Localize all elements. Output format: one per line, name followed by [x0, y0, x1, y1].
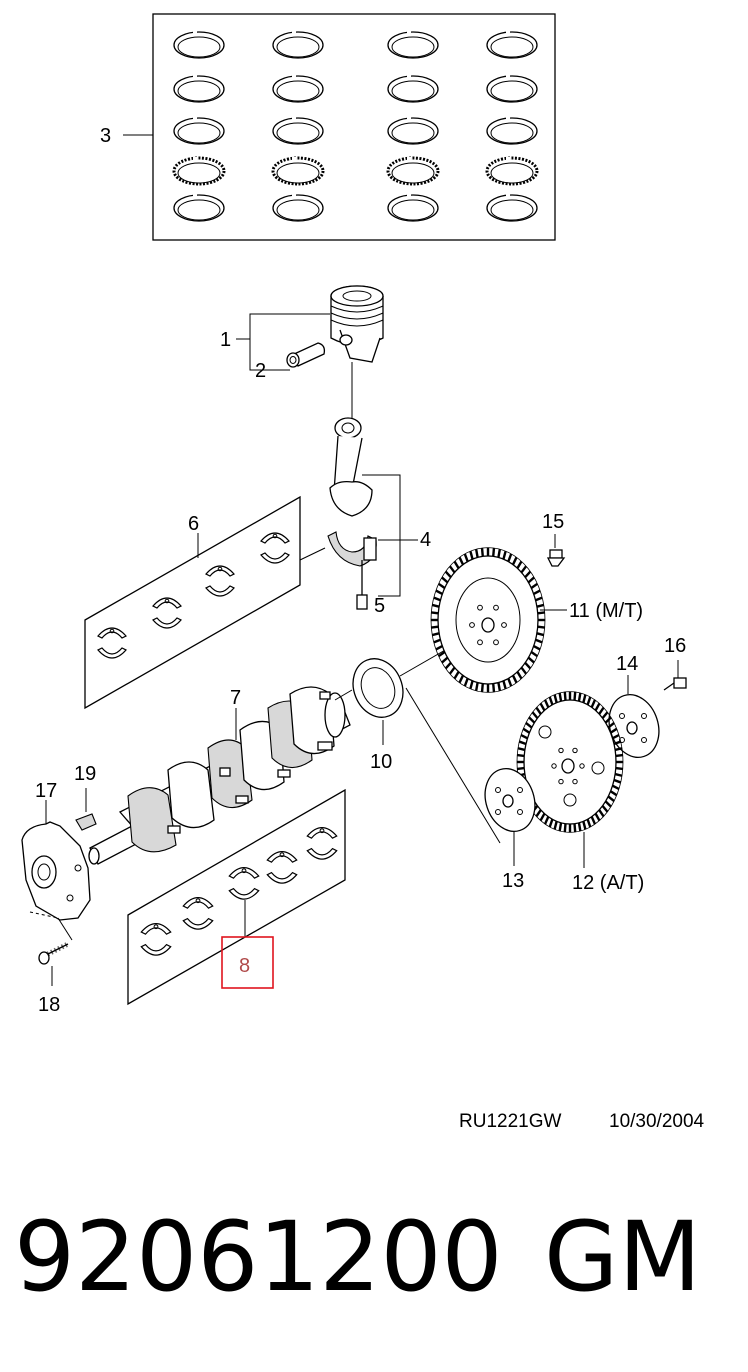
flywheel-mt: 11 (M/T) [430, 547, 643, 693]
piston-ring [485, 156, 539, 186]
piston-ring [272, 117, 324, 145]
rod-bearing-shell [152, 597, 182, 629]
drawing-date: 10/30/2004 [609, 1111, 705, 1132]
rod-bearing-shell [260, 532, 290, 564]
piston-ring [387, 194, 439, 222]
callout-15[interactable]: 15 [542, 511, 564, 533]
callout-6[interactable]: 6 [188, 513, 199, 535]
crankshaft: 7 [88, 686, 351, 865]
callout-18[interactable]: 18 [38, 994, 60, 1016]
piston-ring [173, 117, 225, 145]
piston-ring [173, 75, 225, 103]
piston-ring [486, 75, 538, 103]
main-bearing-shell [140, 923, 172, 956]
piston-ring [172, 156, 226, 186]
flywheel-bolt: 15 [542, 511, 566, 567]
rear-oil-seal: 10 [334, 629, 501, 844]
piston-ring [272, 31, 324, 59]
callout-2[interactable]: 2 [255, 360, 266, 382]
highlight-box [221, 936, 274, 989]
callout-14[interactable]: 14 [616, 653, 638, 675]
callout-12[interactable]: 12 (A/T) [572, 872, 644, 894]
main-bearing-shell [182, 897, 214, 930]
connecting-rod-assembly: 4 5 [327, 417, 431, 617]
piston-ring [386, 156, 440, 186]
callout-16[interactable]: 16 [664, 635, 686, 657]
main-bearing-shell [266, 851, 298, 884]
callout-1[interactable]: 1 [220, 329, 231, 351]
piston-ring [173, 194, 225, 222]
part-number: 92061200 [14, 1201, 503, 1313]
piston-ring [173, 31, 225, 59]
callout-17[interactable]: 17 [35, 780, 57, 802]
piston-ring [387, 75, 439, 103]
callout-3[interactable]: 3 [100, 125, 111, 147]
drive-plate-bolt: 16 [663, 635, 687, 691]
piston-ring [387, 117, 439, 145]
drawing-reference-code: RU1221GW [459, 1111, 561, 1132]
rod-bearing-shell [205, 565, 235, 597]
callout-4[interactable]: 4 [420, 529, 431, 551]
crank-sprocket: 17 [21, 780, 91, 941]
callout-5[interactable]: 5 [374, 595, 385, 617]
adapter-plate: 13 [484, 768, 536, 892]
callout-8[interactable]: 8 [239, 955, 250, 977]
callout-10[interactable]: 10 [370, 751, 392, 773]
piston-ring [272, 194, 324, 222]
callout-13[interactable]: 13 [502, 870, 524, 892]
rod-bearing-set: 6 [84, 495, 326, 710]
rod-bearing-shell [97, 627, 127, 659]
callout-11[interactable]: 11 (M/T) [569, 600, 643, 622]
piston-ring [486, 194, 538, 222]
piston-assembly: 1 2 [220, 285, 384, 418]
callout-7[interactable]: 7 [230, 687, 241, 709]
main-bearing-shell [306, 827, 338, 860]
piston-ring-set: 3 [100, 13, 556, 241]
main-bearing-shell [228, 867, 260, 900]
main-bearing-set: 8 [127, 788, 346, 1006]
sprocket-bolt: 18 [38, 941, 70, 1016]
piston-ring [272, 75, 324, 103]
spacer-plate: 14 [584, 653, 660, 758]
piston-ring [486, 117, 538, 145]
brand-label: GM [544, 1201, 701, 1313]
piston-ring [387, 31, 439, 59]
sprocket-key: 19 [74, 763, 97, 831]
piston-ring [271, 156, 325, 186]
callout-19[interactable]: 19 [74, 763, 96, 785]
piston-ring [486, 31, 538, 59]
